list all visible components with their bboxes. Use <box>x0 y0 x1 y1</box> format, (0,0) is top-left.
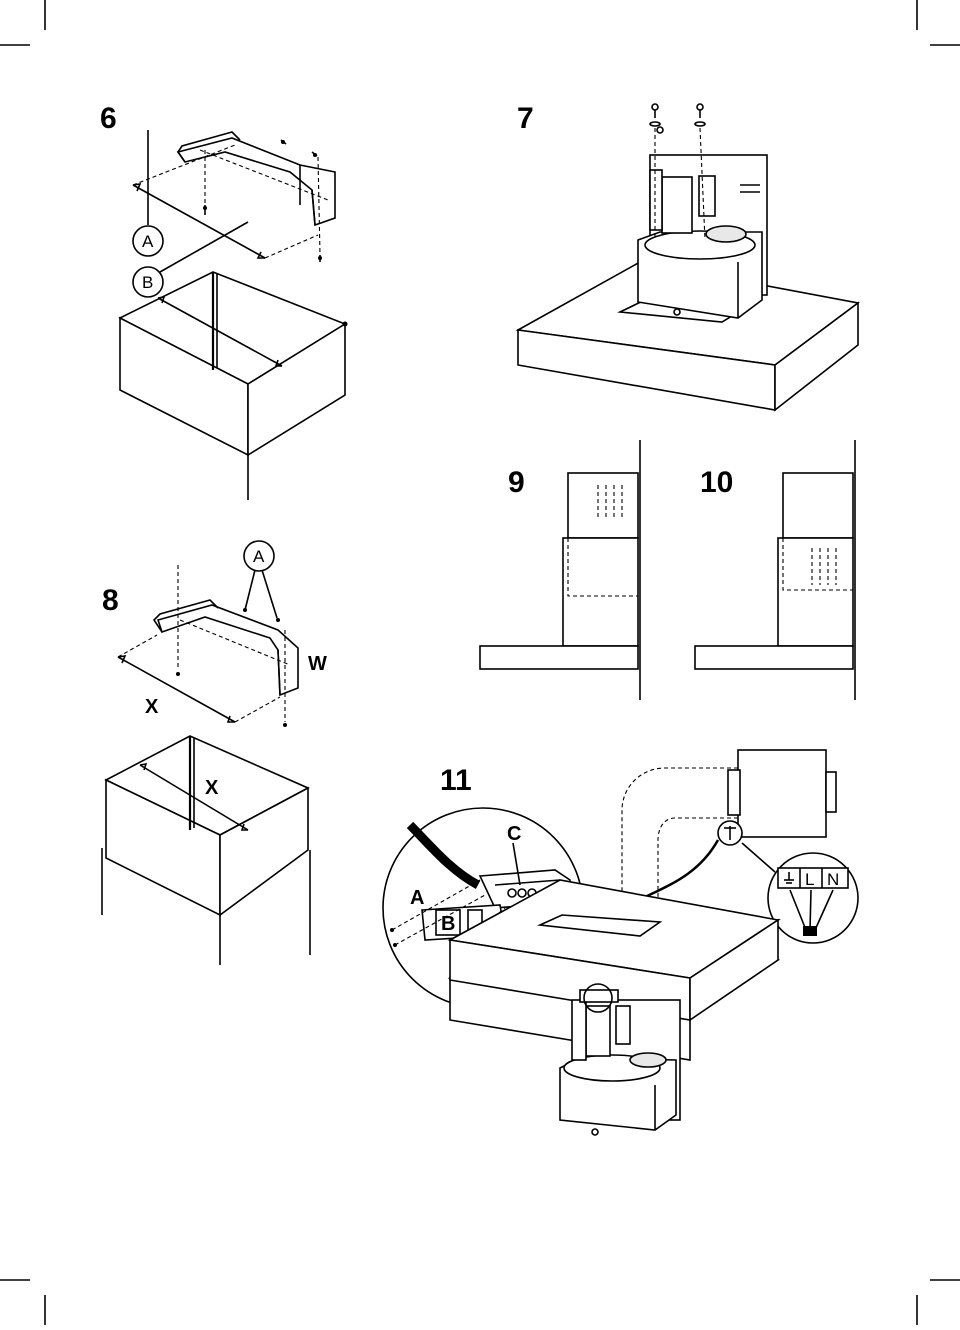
step-6-label-b-circle <box>132 266 164 298</box>
step-10: 10 <box>694 440 856 700</box>
step-6-label-a-circle <box>132 225 164 257</box>
step-6-screws <box>203 139 322 262</box>
step-8-number: 8 <box>102 584 119 617</box>
step-8-label-a-circle <box>243 540 275 572</box>
step-8-bracket <box>152 599 299 697</box>
step-7-screws <box>649 103 706 241</box>
step-8-chimney-label-x: X <box>205 777 219 799</box>
step-11-terminal-l: L <box>805 870 814 889</box>
step-9-lower-chimney <box>562 537 639 647</box>
step-8: 8 A W X <box>102 540 327 727</box>
step-6-number: 6 <box>100 102 117 135</box>
step-10-lower-chimney <box>777 537 854 647</box>
step-8-label-a: A <box>253 547 265 566</box>
step-11: 11 C A B <box>382 749 859 1136</box>
step-9-number: 9 <box>508 466 525 499</box>
step-11-number: 11 <box>440 764 472 797</box>
step-8-chimney: X <box>101 735 311 965</box>
step-8-label-x: X <box>145 696 159 718</box>
step-11-label-c: C <box>507 823 521 845</box>
step-8-label-w: W <box>308 653 327 675</box>
step-10-number: 10 <box>700 466 733 499</box>
step-10-hood <box>694 645 854 670</box>
step-11-label-a: A <box>410 887 424 909</box>
step-10-vent-slots <box>811 548 837 585</box>
step-7-number: 7 <box>517 102 534 135</box>
step-7: 7 <box>515 102 860 412</box>
step-9: 9 <box>479 440 641 700</box>
step-6-chimney <box>118 271 348 500</box>
step-11-label-b-box <box>435 909 461 936</box>
step-11-label-b: B <box>441 913 455 935</box>
step-6-label-a: A <box>142 232 154 251</box>
step-11-terminal-n: N <box>827 870 839 889</box>
step-6: 6 A B <box>100 102 348 500</box>
step-11-motor-housing <box>559 983 681 1136</box>
step-6-label-b: B <box>142 273 153 292</box>
step-10-upper-chimney <box>782 472 854 539</box>
step-11-terminal-detail: L N <box>741 842 859 944</box>
step-9-hood <box>479 645 639 670</box>
step-9-upper-chimney <box>567 472 639 539</box>
step-9-vent-slots <box>597 485 623 520</box>
step-6-bracket <box>176 131 336 227</box>
step-11-motor-box <box>717 749 837 846</box>
